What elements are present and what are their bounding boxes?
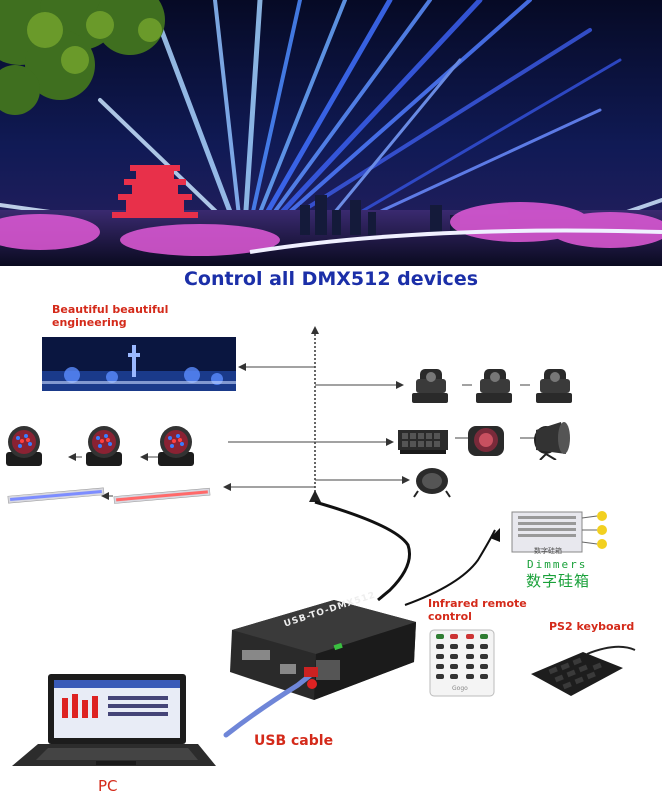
par-can-light: [534, 422, 570, 460]
usb-dmx-interface: [230, 600, 416, 700]
wall-washer-bars: [7, 487, 211, 504]
middle-right-fixtures: [398, 422, 570, 460]
remote-brand: Gogo: [452, 685, 468, 692]
flood-panel-light: [398, 430, 448, 454]
wall-washer-1: [7, 487, 105, 504]
led-wash-2: [86, 426, 122, 466]
infrared-remote: [429, 629, 495, 697]
led-wash-light: [468, 426, 504, 456]
moving-head-2: [476, 369, 512, 403]
moving-head-lights: [412, 369, 572, 403]
engineering-label: Beautiful beautiful engineering: [52, 303, 168, 329]
hero-light-show-image: [0, 0, 662, 266]
dimmers-label: Dimmers: [527, 558, 588, 571]
moving-head-1: [412, 369, 448, 403]
small-par-light: [413, 468, 451, 498]
usb-cable: [223, 667, 318, 738]
dimmer-case-caption: 数字硅箱: [534, 547, 562, 555]
engineering-label-line2: engineering: [52, 316, 127, 329]
led-wash-3: [158, 426, 194, 466]
infrared-remote-label: Infrared remote control: [428, 597, 527, 623]
connection-diagram: [68, 326, 536, 606]
infrared-label-line2: control: [428, 610, 472, 623]
pc-label: PC: [98, 777, 118, 795]
wall-washer-2: [113, 487, 211, 504]
dimmer-pack: [511, 511, 607, 553]
headline: Control all DMX512 devices: [183, 268, 479, 290]
ps2-keyboard-label: PS2 keyboard: [549, 620, 635, 633]
dimmers-chinese-label: 数字硅箱: [526, 572, 591, 590]
usb-cable-label: USB cable: [254, 733, 334, 749]
infrared-label-line1: Infrared remote: [428, 597, 527, 610]
ps2-keypad: [531, 645, 636, 696]
led-wash-1: [6, 426, 42, 466]
pc-laptop: [12, 674, 216, 766]
engineering-photo: [42, 337, 236, 391]
led-wash-row: [6, 426, 194, 466]
moving-head-3: [536, 369, 572, 403]
engineering-label-line1: Beautiful beautiful: [52, 303, 169, 316]
